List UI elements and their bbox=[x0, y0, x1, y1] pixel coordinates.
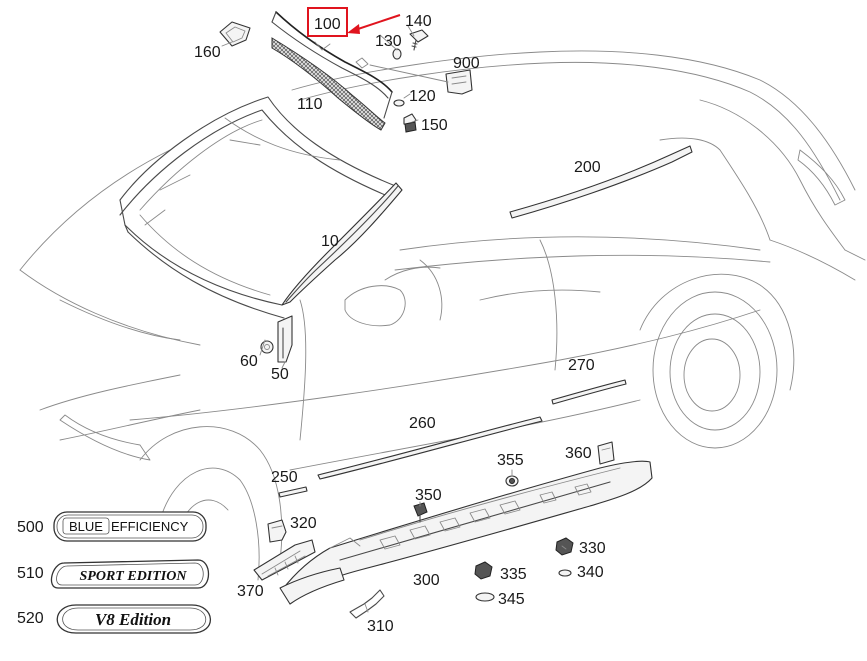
label-200[interactable]: 200 bbox=[574, 159, 601, 176]
label-510[interactable]: 510 bbox=[17, 565, 44, 582]
label-140[interactable]: 140 bbox=[405, 13, 432, 30]
part-number-labels: 100 140 130 160 900 120 110 150 200 10 6… bbox=[17, 13, 606, 635]
label-350[interactable]: 350 bbox=[415, 487, 442, 504]
part-bracket-900 bbox=[445, 69, 473, 95]
label-320[interactable]: 320 bbox=[290, 515, 317, 532]
part-screw-140 bbox=[409, 29, 429, 51]
label-340[interactable]: 340 bbox=[577, 564, 604, 581]
label-110[interactable]: 110 bbox=[297, 96, 323, 113]
part-clip-360 bbox=[597, 441, 615, 465]
part-washer-345 bbox=[475, 592, 495, 602]
part-nut-335 bbox=[474, 561, 493, 580]
highlight-box bbox=[307, 7, 348, 37]
label-345[interactable]: 345 bbox=[498, 591, 525, 608]
part-rear-strip-200 bbox=[509, 145, 693, 219]
part-clip-355 bbox=[505, 475, 519, 487]
label-160[interactable]: 160 bbox=[194, 44, 221, 61]
badge-520-text: V8 Edition bbox=[95, 610, 171, 629]
badge-510: SPORT EDITION bbox=[50, 559, 210, 589]
badge-520: V8 Edition bbox=[56, 604, 211, 634]
part-screw-150 bbox=[403, 113, 417, 133]
label-355[interactable]: 355 bbox=[497, 452, 524, 469]
label-10[interactable]: 10 bbox=[321, 233, 339, 250]
leader-lines bbox=[221, 25, 513, 507]
part-clip-350 bbox=[413, 502, 428, 523]
part-roof-rail bbox=[271, 11, 393, 131]
label-250[interactable]: 250 bbox=[271, 469, 298, 486]
part-pillar-cap bbox=[277, 315, 293, 363]
label-335[interactable]: 335 bbox=[500, 566, 527, 583]
label-100[interactable]: 100 bbox=[314, 16, 341, 33]
label-370[interactable]: 370 bbox=[237, 583, 264, 600]
label-150[interactable]: 150 bbox=[421, 117, 448, 134]
part-nut-330 bbox=[555, 537, 574, 556]
badge-500-text-left: BLUE bbox=[69, 519, 103, 534]
label-330[interactable]: 330 bbox=[579, 540, 606, 557]
part-clip-320 bbox=[267, 519, 287, 543]
label-60[interactable]: 60 bbox=[240, 353, 258, 370]
label-270[interactable]: 270 bbox=[568, 357, 595, 374]
badge-500: BLUE EFFICIENCY bbox=[53, 511, 207, 542]
part-washer-130 bbox=[392, 48, 402, 60]
part-cap-160 bbox=[219, 21, 251, 47]
part-strip-250 bbox=[278, 486, 308, 498]
part-washer-120 bbox=[393, 99, 405, 107]
part-side-sill-300 bbox=[279, 460, 653, 605]
badge-500-text-right: EFFICIENCY bbox=[111, 519, 189, 534]
label-520[interactable]: 520 bbox=[17, 610, 44, 627]
label-360[interactable]: 360 bbox=[565, 445, 592, 462]
label-310[interactable]: 310 bbox=[367, 618, 394, 635]
label-260[interactable]: 260 bbox=[409, 415, 436, 432]
label-300[interactable]: 300 bbox=[413, 572, 440, 589]
part-bracket-370 bbox=[253, 539, 316, 581]
part-washer-340 bbox=[558, 569, 572, 577]
windshield-frame bbox=[119, 96, 399, 319]
label-500[interactable]: 500 bbox=[17, 519, 44, 536]
badge-510-text: SPORT EDITION bbox=[80, 569, 188, 584]
highlight-part-100 bbox=[307, 7, 401, 37]
label-900[interactable]: 900 bbox=[453, 55, 480, 72]
label-130[interactable]: 130 bbox=[375, 33, 402, 50]
part-strip-260 bbox=[317, 416, 543, 480]
label-50[interactable]: 50 bbox=[271, 366, 289, 383]
label-120[interactable]: 120 bbox=[409, 88, 436, 105]
part-bracket-310 bbox=[349, 589, 385, 619]
highlight-arrowhead bbox=[347, 24, 360, 34]
part-strip-270 bbox=[551, 379, 627, 405]
highlight-arrow bbox=[351, 14, 401, 32]
part-a-pillar-trim bbox=[281, 182, 403, 306]
